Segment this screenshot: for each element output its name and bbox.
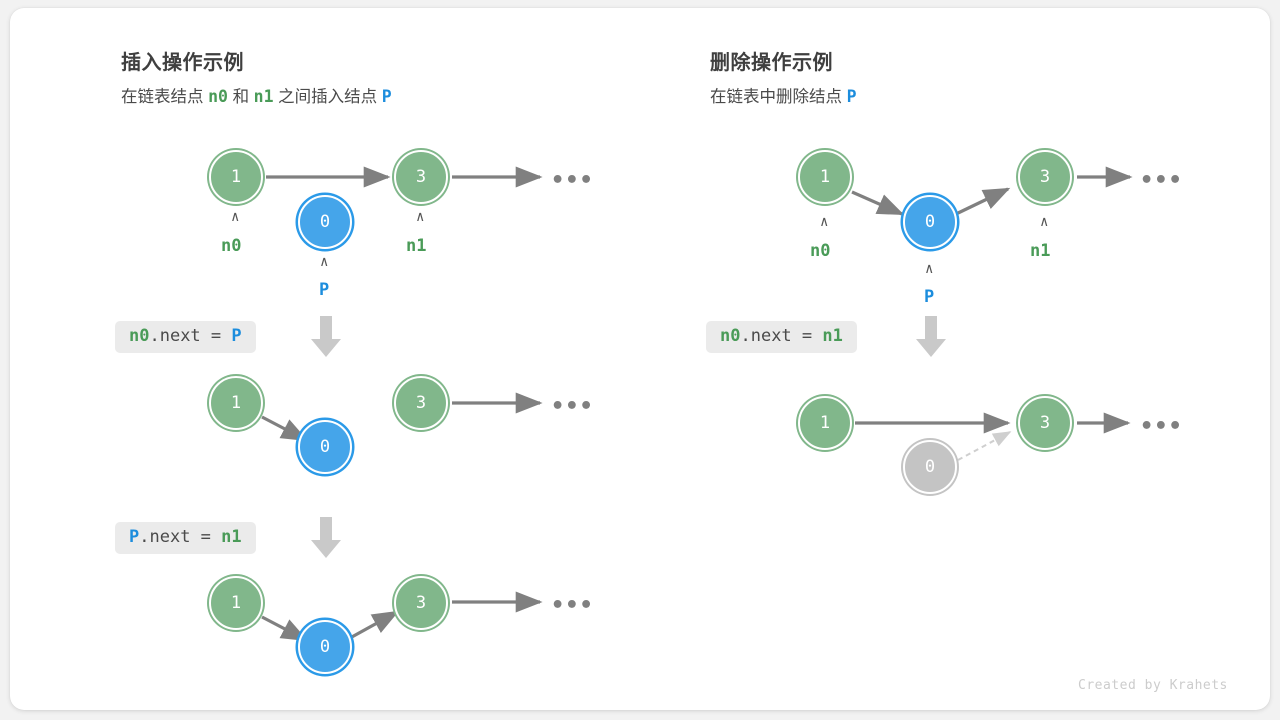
insert-step2-code-target: P — [129, 527, 140, 547]
remove-step1-caret-n0: ∧ — [820, 214, 829, 230]
remove-step2-ellipsis: ••• — [1140, 414, 1183, 439]
remove-step1-label-n0: n0 — [810, 241, 831, 261]
remove-step1-node-n0: 1 — [798, 150, 852, 204]
remove-step1-down-arrow — [916, 316, 946, 357]
insert-step2-down-arrow — [311, 517, 341, 558]
insert-sub-part3: 之间插入结点 — [278, 88, 378, 106]
insert-sub-p: P — [381, 87, 392, 106]
remove-step1-code-middle: .next = — [740, 326, 823, 346]
insert-step1-node-n0: 1 — [209, 150, 263, 204]
insert-step2-ellipsis: ••• — [551, 394, 594, 419]
footer-credit: Created by Krahets — [1078, 678, 1228, 693]
insert-step2-node-p: 0 — [298, 420, 352, 474]
insert-step1-code-value: P — [231, 326, 242, 346]
remove-step1-code-value: n1 — [822, 326, 843, 346]
remove-step1-label-p: P — [924, 287, 935, 307]
insert-sub-part2: 和 — [232, 88, 250, 106]
remove-panel-title: 删除操作示例 — [710, 52, 833, 74]
insert-step1-code-middle: .next = — [149, 326, 232, 346]
remove-step2-node-n1: 3 — [1018, 396, 1072, 450]
remove-step1-caret-p: ∧ — [925, 261, 934, 277]
insert-step1-caret-p: ∧ — [320, 254, 329, 270]
insert-step1-code-chip: n0.next = P — [115, 321, 256, 353]
remove-step1-node-n1: 3 — [1018, 150, 1072, 204]
insert-step2-code-value: n1 — [221, 527, 242, 547]
insert-step1-label-n0: n0 — [221, 236, 242, 256]
diagram-card — [10, 8, 1270, 710]
remove-step1-label-n1: n1 — [1030, 241, 1051, 261]
insert-step3-node-n0: 1 — [209, 576, 263, 630]
insert-sub-part1: 在链表结点 — [121, 88, 204, 106]
insert-step3-node-p: 0 — [298, 620, 352, 674]
insert-step2-code-chip: P.next = n1 — [115, 522, 256, 554]
insert-step1-label-n1: n1 — [406, 236, 427, 256]
insert-step1-caret-n0: ∧ — [231, 209, 240, 225]
insert-step2-code-middle: .next = — [139, 527, 222, 547]
insert-step1-label-p: P — [319, 280, 330, 300]
remove-step2-node-deleted: 0 — [903, 440, 957, 494]
remove-step1-ellipsis: ••• — [1140, 168, 1183, 193]
remove-panel-subtitle: 在链表中删除结点 P — [710, 83, 857, 107]
remove-sub-part1: 在链表中删除结点 — [710, 88, 842, 106]
insert-step2-node-n1: 3 — [394, 376, 448, 430]
remove-step1-caret-n1: ∧ — [1040, 214, 1049, 230]
insert-step1-caret-n1: ∧ — [416, 209, 425, 225]
remove-step1-code-target: n0 — [720, 326, 741, 346]
insert-step3-node-n1: 3 — [394, 576, 448, 630]
insert-sub-n1: n1 — [253, 87, 274, 106]
insert-step1-node-n1: 3 — [394, 150, 448, 204]
insert-step3-ellipsis: ••• — [551, 593, 594, 618]
insert-step1-ellipsis: ••• — [551, 168, 594, 193]
insert-step1-code-target: n0 — [129, 326, 150, 346]
insert-step2-node-n0: 1 — [209, 376, 263, 430]
insert-panel-subtitle: 在链表结点 n0 和 n1 之间插入结点 P — [121, 83, 392, 107]
insert-panel-title: 插入操作示例 — [121, 52, 244, 74]
insert-step1-down-arrow — [311, 316, 341, 357]
remove-step1-node-p: 0 — [903, 195, 957, 249]
insert-sub-n0: n0 — [208, 87, 228, 106]
remove-sub-p: P — [846, 87, 857, 106]
insert-step1-node-p: 0 — [298, 195, 352, 249]
remove-step2-node-n0: 1 — [798, 396, 852, 450]
remove-step1-code-chip: n0.next = n1 — [706, 321, 857, 353]
